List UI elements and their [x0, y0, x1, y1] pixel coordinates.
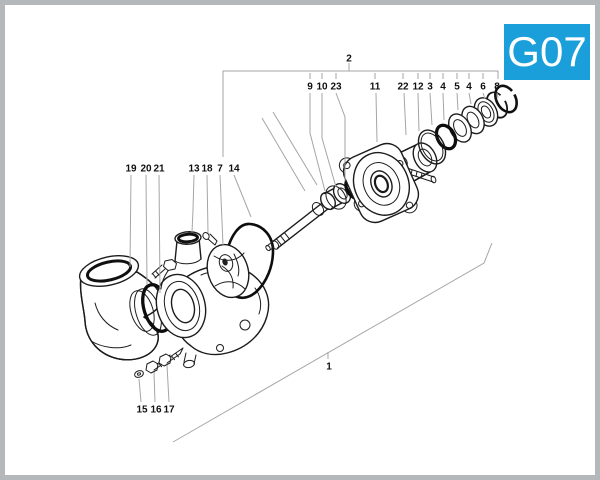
callout-label-8: 8 [494, 82, 500, 93]
callout-label-10: 10 [316, 82, 328, 93]
mounting-bolts [134, 347, 184, 378]
hex-bolt [163, 259, 177, 271]
leader-line-22 [403, 92, 407, 136]
hex-bolt [158, 353, 172, 367]
shaft-collar [311, 202, 325, 216]
callout-label-12: 12 [412, 82, 424, 93]
leader-line-23 [335, 92, 346, 181]
leader-line-15 [138, 378, 142, 403]
callout-label-4: 4 [466, 82, 472, 93]
callout-label-22: 22 [397, 82, 409, 93]
callout-label-18: 18 [201, 164, 213, 175]
guide-lines [261, 111, 318, 192]
callout-label-7: 7 [217, 164, 223, 175]
bearing-and-rings [417, 84, 518, 165]
leader-line-18 [206, 174, 209, 234]
callout-label-16: 16 [150, 405, 162, 416]
callout-label-14: 14 [228, 164, 240, 175]
callout-label-4: 4 [440, 82, 446, 93]
leader-line-1 [172, 242, 493, 443]
seal-assembly [320, 175, 366, 211]
leader-line-20 [145, 174, 148, 286]
cover-flange [338, 142, 438, 224]
stud-bolt [405, 167, 435, 183]
leader-line-2 [222, 70, 499, 157]
leader-line-6 [482, 92, 486, 100]
callout-label-3: 3 [427, 82, 433, 93]
leader-line-16 [153, 371, 156, 403]
leader-line-10 [321, 93, 337, 188]
leader-line-4 [468, 92, 472, 105]
outlet-rim-seal [177, 232, 199, 244]
callout-label-2: 2 [346, 54, 352, 65]
callout-label-20: 20 [140, 164, 152, 175]
callout-label-11: 11 [370, 82, 381, 93]
leader-line-9 [309, 93, 326, 192]
leader-line-4 [442, 92, 445, 121]
callout-label-19: 19 [125, 164, 137, 175]
page-code-badge: G07 [504, 24, 590, 80]
small-o-ring [434, 123, 458, 151]
leader-line-17 [166, 364, 170, 403]
elbow-pipe [78, 255, 162, 361]
callout-label-21: 21 [153, 164, 165, 175]
callout-label-9: 9 [307, 82, 313, 93]
flange-hole [343, 161, 351, 170]
washer-small [134, 370, 144, 378]
callout-label-13: 13 [188, 164, 200, 175]
leader-line-3 [429, 92, 433, 126]
leader-line-14 [233, 174, 252, 218]
callout-label-23: 23 [330, 82, 342, 93]
leader-line-11 [375, 92, 378, 143]
large-o-ring [417, 129, 447, 165]
leader-line-5 [456, 92, 459, 111]
shaft [265, 196, 335, 252]
page-code-text: G07 [507, 28, 587, 75]
leader-line-7 [219, 174, 224, 246]
leader-line-13 [191, 174, 195, 233]
leader-line-21 [158, 174, 161, 294]
callout-label-6: 6 [480, 82, 486, 93]
flange-hole [405, 201, 414, 210]
leader-line-19 [129, 174, 132, 268]
snap-ring [494, 84, 518, 114]
callout-label-17: 17 [163, 405, 175, 416]
callout-label-15: 15 [136, 405, 148, 416]
leader-line-8 [496, 92, 499, 99]
outlet-pipe [174, 237, 202, 262]
hex-bolt [145, 360, 159, 374]
leader-line-12 [417, 92, 420, 132]
impeller [206, 243, 250, 299]
pump-housing [155, 231, 270, 369]
small-bolt [202, 232, 210, 240]
callout-label-1: 1 [326, 362, 332, 373]
o-ring-thin [129, 290, 155, 332]
callout-label-5: 5 [454, 82, 460, 93]
